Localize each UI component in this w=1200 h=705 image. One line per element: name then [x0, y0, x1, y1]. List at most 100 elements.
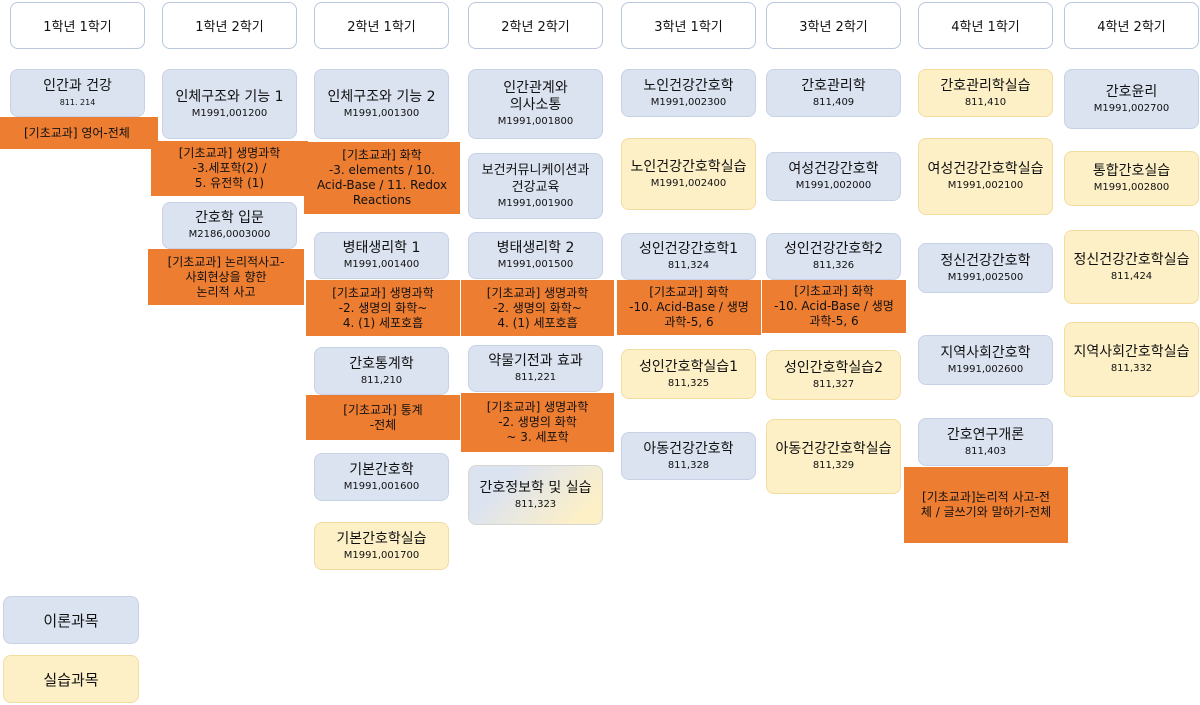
course-code: M1991,002700: [1093, 102, 1170, 114]
course-box: 간호관리학실습 811,410: [918, 69, 1053, 117]
semester-header: 2학년 1학기: [314, 2, 449, 49]
course-name: 기본간호학실습: [336, 530, 427, 547]
course-name: 간호윤리: [1105, 83, 1158, 100]
course-name: 간호관리학실습: [940, 77, 1031, 94]
course-code: M1991,001200: [191, 107, 268, 119]
course-name: 여성건강간호학: [788, 161, 879, 177]
course-box: 기본간호학실습 M1991,001700: [314, 522, 449, 570]
semester-header: 4학년 2학기: [1064, 2, 1199, 49]
semester-header: 3학년 1학기: [621, 2, 756, 49]
foundation-note: [기초교과] 생명과학 -3.세포학(2) / 5. 유전학 (1): [151, 141, 308, 196]
course-name: 성인건강간호학1: [638, 241, 739, 257]
course-code: M1991,002600: [947, 363, 1024, 375]
legend-label: 이론과목: [43, 611, 99, 630]
course-box: 인간관계와 의사소통 M1991,001800: [468, 69, 603, 139]
course-box: 지역사회간호학실습 811,332: [1064, 322, 1199, 397]
semester-label: 3학년 1학기: [654, 20, 723, 35]
course-code: 811. 214: [59, 97, 96, 107]
semester-label: 3학년 2학기: [799, 20, 868, 35]
course-box: 보건커뮤니케이션과 건강교육 M1991,001900: [468, 153, 603, 219]
foundation-note: [기초교과] 영어-전체: [0, 117, 158, 149]
course-name: 병태생리학 2: [496, 240, 575, 256]
course-code: 811,329: [812, 460, 855, 471]
foundation-note: [기초교과] 생명과학 -2. 생명의 화학 ~ 3. 세포학: [461, 393, 614, 452]
course-box: 성인건강간호학1 811,324: [621, 233, 756, 280]
course-code: M1991,001800: [497, 116, 574, 127]
course-code: 811,324: [667, 260, 710, 271]
course-code: 811,326: [812, 260, 855, 271]
course-code: M1991,001300: [343, 107, 420, 119]
semester-label: 4학년 2학기: [1097, 20, 1166, 35]
course-code: M1991,002800: [1093, 182, 1170, 193]
foundation-note: [기초교과] 논리적사고- 사회현상을 향한 논리적 사고: [148, 249, 304, 305]
course-code: M1991,001600: [343, 480, 420, 492]
course-code: M1991,002500: [947, 271, 1024, 283]
course-code: M1991,001400: [343, 259, 420, 270]
course-name: 인간과 건강: [43, 77, 112, 94]
course-code: M1991,002100: [947, 180, 1024, 191]
course-code: M1991,001900: [497, 198, 574, 209]
course-code: 811,328: [667, 459, 710, 471]
course-name: 성인간호학실습1: [638, 358, 739, 375]
course-name: 인체구조와 기능 1: [175, 88, 284, 105]
course-code: 811,410: [964, 96, 1007, 108]
course-name: 아동건강간호학: [643, 440, 734, 457]
course-code: 811,221: [514, 372, 557, 383]
course-name: 정신건강간호학: [940, 252, 1031, 269]
course-box: 간호윤리 M1991,002700: [1064, 69, 1199, 129]
course-box: 인체구조와 기능 1 M1991,001200: [162, 69, 297, 139]
course-code: 811,424: [1110, 270, 1153, 282]
legend-label: 실습과목: [43, 670, 99, 689]
course-box: 기본간호학 M1991,001600: [314, 453, 449, 501]
semester-header: 1학년 2학기: [162, 2, 297, 49]
course-box: 노인건강간호학 M1991,002300: [621, 69, 756, 117]
course-name: 노인건강간호학: [643, 77, 734, 94]
course-box: 병태생리학 2 M1991,001500: [468, 232, 603, 279]
course-name: 보건커뮤니케이션과 건강교육: [481, 163, 590, 195]
foundation-note: [기초교과] 화학 -10. Acid-Base / 생명 과학-5, 6: [762, 280, 906, 333]
legend-theory: 이론과목: [3, 596, 139, 644]
course-box: 정신건강간호학실습 811,424: [1064, 230, 1199, 304]
course-code: M1991,002300: [650, 96, 727, 108]
course-code: 811,409: [812, 96, 855, 108]
course-name: 간호통계학: [349, 355, 414, 372]
course-code: M2186,0003000: [188, 229, 271, 240]
course-name: 간호학 입문: [195, 210, 264, 226]
course-name: 아동건강간호학실습: [775, 441, 892, 457]
foundation-note: [기초교과] 화학 -10. Acid-Base / 생명 과학-5, 6: [617, 280, 761, 335]
course-name: 노인건강간호학실습: [630, 158, 747, 175]
course-code: 811,323: [514, 498, 557, 510]
course-name: 약물기전과 효과: [488, 353, 583, 369]
course-name: 지역사회간호학실습: [1073, 344, 1190, 360]
course-box: 정신건강간호학 M1991,002500: [918, 243, 1053, 293]
course-name: 정신건강간호학실습: [1073, 251, 1190, 268]
course-box: 인체구조와 기능 2 M1991,001300: [314, 69, 449, 139]
semester-label: 4학년 1학기: [951, 20, 1020, 35]
course-name: 지역사회간호학: [940, 344, 1031, 361]
course-name: 기본간호학: [349, 461, 414, 478]
course-code: M1991,001500: [497, 259, 574, 270]
course-box: 간호관리학 811,409: [766, 69, 901, 117]
course-name: 간호관리학: [801, 77, 866, 94]
foundation-note: [기초교과] 통계 -전체: [306, 395, 460, 440]
course-code: M1991,001700: [343, 549, 420, 561]
course-name: 간호연구개론: [946, 426, 1025, 443]
course-box: 아동건강간호학 811,328: [621, 432, 756, 480]
course-name: 인체구조와 기능 2: [327, 88, 436, 105]
course-name: 인간관계와 의사소통: [503, 80, 568, 113]
semester-header: 3학년 2학기: [766, 2, 901, 49]
course-code: 811,332: [1110, 363, 1153, 374]
course-name: 성인간호학실습2: [783, 359, 884, 376]
foundation-note: [기초교과] 생명과학 -2. 생명의 화학~ 4. (1) 세포호흡: [306, 280, 460, 336]
foundation-note: [기초교과]논리적 사고-전 체 / 글쓰기와 말하기-전체: [904, 467, 1068, 543]
